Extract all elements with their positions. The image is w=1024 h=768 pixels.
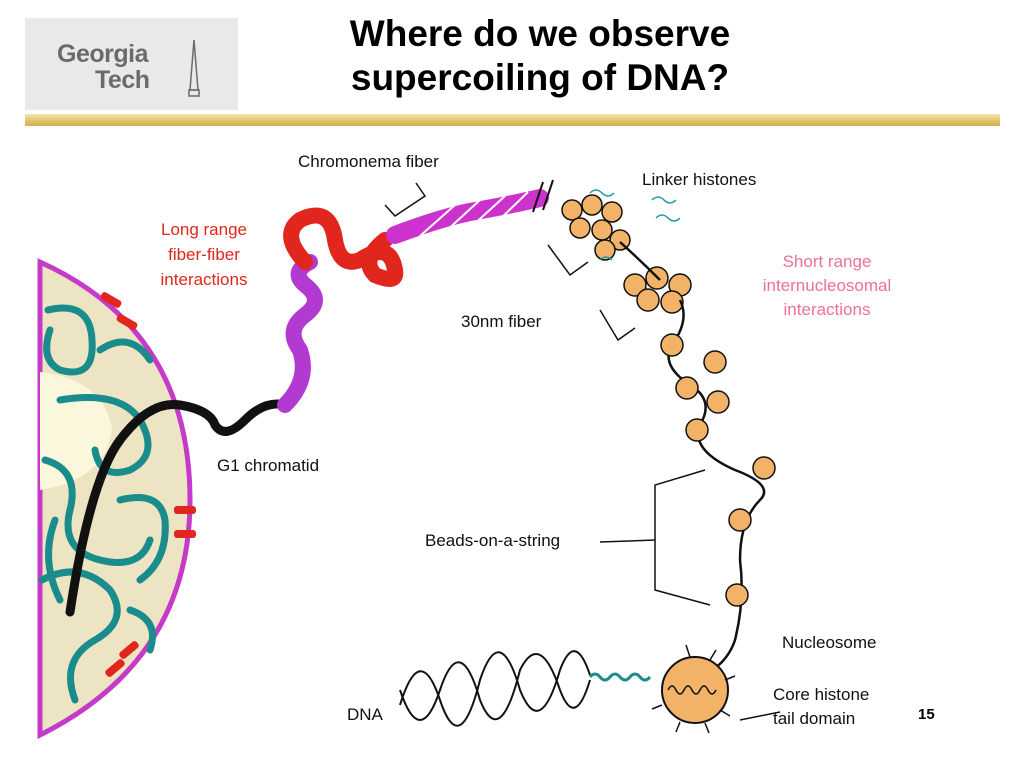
title-line-1: Where do we observe xyxy=(349,13,731,54)
nuclear-pores xyxy=(100,292,196,677)
title-line-2: supercoiling of DNA? xyxy=(350,57,730,98)
title-divider xyxy=(25,114,1000,126)
long-range-line-3: interactions xyxy=(160,270,248,289)
label-short-range: Short range internucleosomal interaction… xyxy=(742,250,912,322)
nucleosome-detail xyxy=(651,644,736,734)
core-histone-line-2: tail domain xyxy=(773,709,856,728)
short-range-line-2: internucleosomal xyxy=(762,276,892,295)
nucleosome-beads xyxy=(660,333,776,607)
label-brackets xyxy=(384,182,781,721)
label-beads-on-a-string: Beads-on-a-string xyxy=(425,531,561,550)
long-range-line-1: Long range xyxy=(160,220,248,239)
label-nucleosome: Nucleosome xyxy=(782,633,877,652)
short-range-line-3: interactions xyxy=(783,300,871,319)
linker-histones xyxy=(589,189,681,261)
dna-helix xyxy=(399,650,652,727)
long-range-line-2: fiber-fiber xyxy=(168,245,240,264)
label-core-histone: Core histone tail domain xyxy=(773,683,869,731)
label-linker-histones: Linker histones xyxy=(642,170,757,189)
label-g1-chromatid: G1 chromatid xyxy=(217,456,320,475)
fiber-30nm-cluster xyxy=(561,194,692,314)
g1-chromatid-fiber xyxy=(65,399,290,617)
slide-title: Where do we observe supercoiling of DNA? xyxy=(300,12,780,100)
label-chromonema-fiber: Chromonema fiber xyxy=(298,152,439,171)
core-histone-line-1: Core histone xyxy=(773,685,870,704)
georgia-tech-logo: Georgia Tech xyxy=(25,18,238,110)
chromonema-coil xyxy=(277,254,323,413)
logo-line-2: Tech xyxy=(95,66,150,94)
logo-line-1: Georgia xyxy=(57,40,148,68)
short-range-line-1: Short range xyxy=(782,252,872,271)
chromatin-diagram xyxy=(37,179,781,740)
slide-number: 15 xyxy=(918,706,935,723)
label-dna: DNA xyxy=(347,705,383,724)
label-long-range: Long range fiber-fiber interactions xyxy=(142,217,266,292)
long-range-loops xyxy=(283,207,404,287)
chromonema-fiber xyxy=(386,189,549,244)
label-30nm-fiber: 30nm fiber xyxy=(461,312,542,331)
beads-string xyxy=(619,241,766,682)
tech-tower-icon xyxy=(188,40,200,97)
